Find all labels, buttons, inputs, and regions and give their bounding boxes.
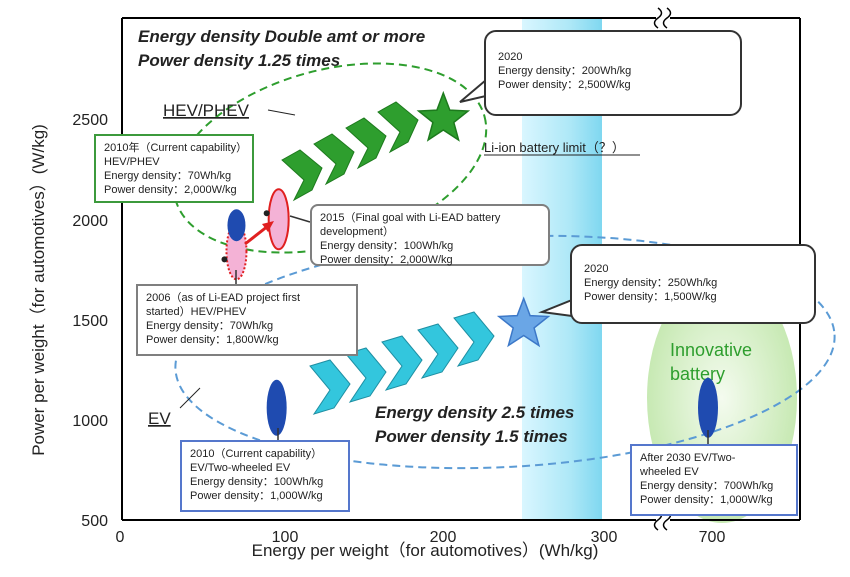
callout-line: 2020 — [584, 263, 609, 275]
x-tick-label: 300 — [591, 529, 618, 546]
x-tick-label: 200 — [430, 529, 457, 546]
marker-2010-hev — [227, 209, 246, 242]
hev-label-leader — [267, 109, 296, 116]
marker-dot-2015 — [263, 210, 270, 217]
callout-line: Power density：1,000W/kg — [640, 494, 773, 506]
headline-mid-line1: Energy density 2.5 times — [375, 403, 574, 422]
callout-line: Power density：2,000W/kg — [320, 254, 453, 266]
hev-phev-label: HEV/PHEV — [163, 101, 250, 120]
y-tick-label: 2000 — [72, 213, 108, 230]
innovative-label-line2: battery — [670, 364, 725, 384]
y-tick-label: 500 — [81, 513, 108, 530]
headline-top-line1: Energy density Double amt or more — [138, 27, 425, 46]
callout-line: 2015（Final goal with Li-EAD battery — [320, 212, 501, 224]
ev-label: EV — [148, 409, 171, 428]
callout-after-2030: After 2030 EV/Two- wheeled EV Energy den… — [630, 444, 798, 516]
callout-line: Energy density：250Wh/kg — [584, 277, 718, 289]
callout-line: Energy density：70Wh/kg — [146, 320, 274, 332]
callout-line: HEV/PHEV — [104, 156, 160, 168]
marker-2020-hev-star — [416, 90, 471, 142]
callout-line: 2020 — [498, 51, 523, 63]
callout-line: development） — [320, 226, 394, 238]
y-axis-title: Power per weight（for automotives）(W/kg) — [29, 124, 48, 456]
callout-line: Energy density：100Wh/kg — [190, 476, 324, 488]
x-axis-title: Energy per weight（for automotives）(Wh/kg… — [252, 541, 599, 560]
callout-2006: 2006（as of Li-EAD project first started）… — [136, 284, 358, 356]
x-tick-label: 0 — [116, 529, 125, 546]
callout-line: Power density：2,000W/kg — [104, 184, 237, 196]
marker-after-2030 — [698, 377, 718, 438]
cyan-chevrons — [309, 311, 495, 415]
callout-line: Power density：1,800W/kg — [146, 334, 279, 346]
innovative-label-line1: Innovative — [670, 340, 752, 360]
x-tick-label: 700 — [699, 529, 726, 546]
y-tick-label: 1000 — [72, 413, 108, 430]
callout-line: 2010（Current capability） — [190, 448, 323, 460]
li-ion-limit-label: Li-ion battery limit（？） — [484, 140, 625, 155]
x-tick-labels: 0 100 200 300 700 — [116, 529, 726, 546]
callout-2010-hev: 2010年（Current capability） HEV/PHEV Energ… — [94, 134, 254, 203]
headline-mid-line2: Power density 1.5 times — [375, 427, 568, 446]
callout-line: 2006（as of Li-EAD project first — [146, 292, 301, 304]
callout-line: Power density：1,500W/kg — [584, 291, 717, 303]
callout-line: EV/Two-wheeled EV — [190, 462, 291, 474]
callout-tail-2020-top — [459, 77, 487, 103]
callout-line: Energy density：200Wh/kg — [498, 65, 632, 77]
headline-top-line2: Power density 1.25 times — [138, 51, 340, 70]
marker-dot-2006 — [221, 256, 228, 263]
callout-line: Power density：1,000W/kg — [190, 490, 323, 502]
ev-label-leader — [179, 387, 201, 409]
callout-2020-ev: 2020 Energy density：250Wh/kg Power densi… — [570, 244, 816, 324]
y-tick-labels: 500 1000 1500 2000 2500 — [72, 112, 108, 530]
markers — [221, 90, 718, 438]
marker-2010-ev — [266, 379, 287, 436]
callout-2010-ev: 2010（Current capability） EV/Two-wheeled … — [180, 440, 350, 512]
callout-line: started）HEV/PHEV — [146, 306, 247, 318]
callout-line: wheeled EV — [640, 466, 699, 478]
callout-2015: 2015（Final goal with Li-EAD battery deve… — [310, 204, 550, 266]
axis-break-top — [653, 7, 672, 29]
x-tick-label: 100 — [272, 529, 299, 546]
callout-line: 2010年（Current capability） — [104, 142, 248, 154]
red-arrow — [244, 221, 274, 246]
callout-line: Energy density：100Wh/kg — [320, 240, 454, 252]
callout-line: Energy density：70Wh/kg — [104, 170, 232, 182]
callout-line: After 2030 EV/Two- — [640, 452, 736, 464]
callout-line: Energy density：700Wh/kg — [640, 480, 774, 492]
y-tick-label: 1500 — [72, 313, 108, 330]
marker-2015-goal — [267, 188, 290, 251]
callout-2020-hev: 2020 Energy density：200Wh/kg Power densi… — [484, 30, 742, 116]
green-chevrons — [281, 101, 419, 202]
callout-line: Power density：2,500W/kg — [498, 79, 631, 91]
y-tick-label: 2500 — [72, 112, 108, 129]
marker-2020-ev-star — [496, 296, 551, 348]
